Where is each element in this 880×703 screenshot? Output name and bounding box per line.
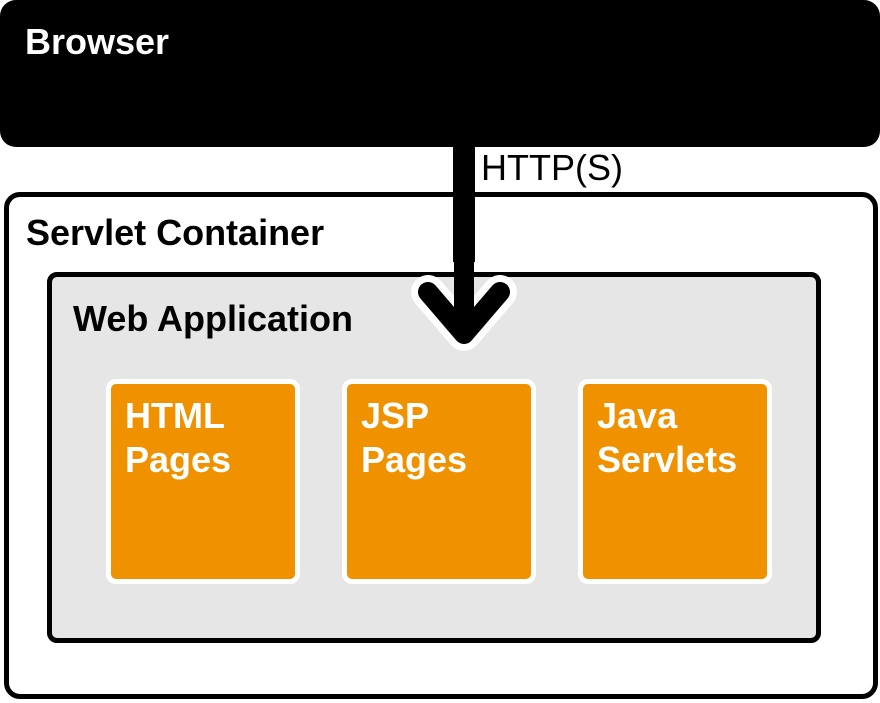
jsp-pages-box: JSP Pages [342,379,536,584]
html-pages-label: HTML Pages [125,395,232,480]
browser-title: Browser [25,21,170,62]
jsp-pages-label: JSP Pages [361,395,468,480]
java-servlets-box: Java Servlets [578,379,772,584]
html-pages-box: HTML Pages [106,379,300,584]
http-arrow-icon [411,142,517,351]
java-servlets-label: Java Servlets [597,395,738,480]
browser-box: Browser [0,0,880,147]
web-application-title: Web Application [73,298,354,339]
servlet-container-title: Servlet Container [26,212,325,253]
http-protocol-label: HTTP(S) [481,147,623,188]
